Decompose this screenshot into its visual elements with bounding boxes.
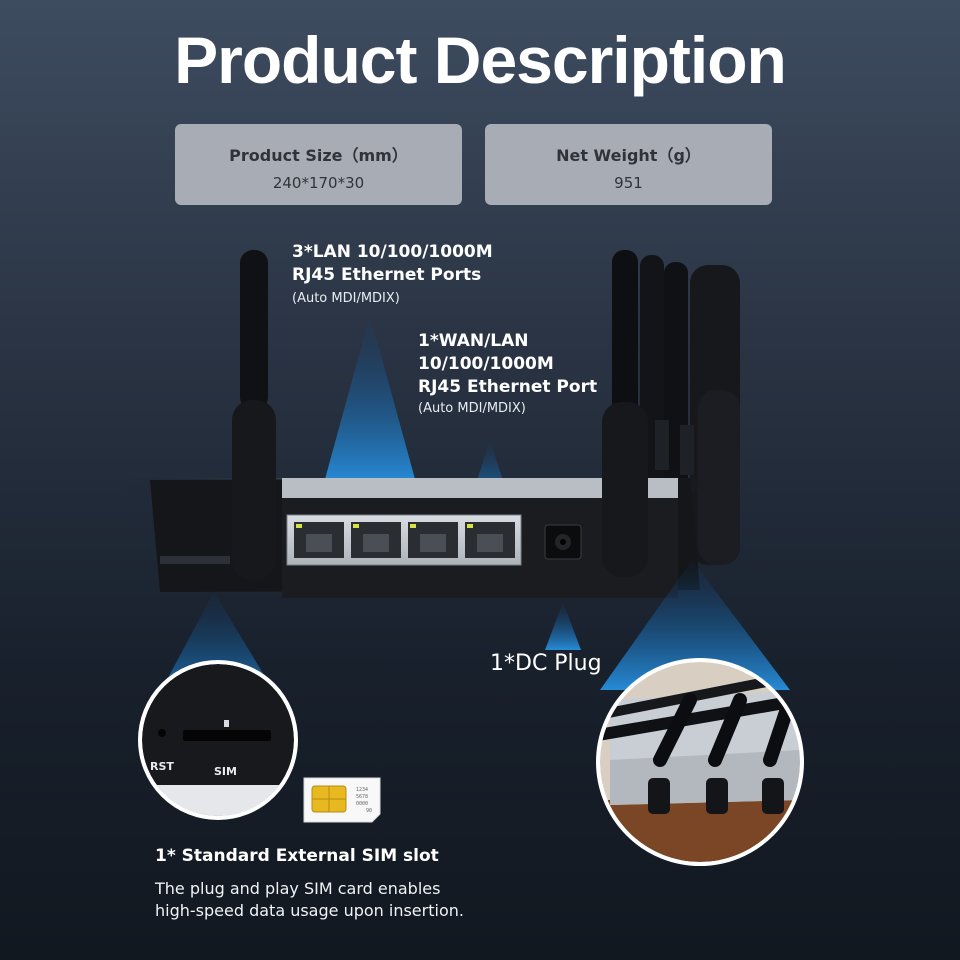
sim-slot-description: The plug and play SIM card enables high-…: [155, 878, 515, 922]
lan-callout-line1: 3*LAN 10/100/1000M: [292, 242, 493, 262]
svg-text:5678: 5678: [356, 794, 368, 800]
net-weight-label: Net Weight（g）: [556, 146, 701, 165]
page-title: Product Description: [174, 23, 787, 97]
wan-callout-line3: RJ45 Ethernet Port: [418, 377, 598, 397]
svg-text:0000: 0000: [356, 801, 368, 807]
svg-text:90: 90: [366, 808, 372, 814]
product-size-value: 240*170*30: [272, 174, 365, 192]
wan-callout: 1*WAN/LAN 10/100/1000M RJ45 Ethernet Por…: [418, 330, 597, 416]
sim-desc-line1: The plug and play SIM card enables: [155, 879, 441, 898]
dc-jack: [544, 524, 582, 560]
svg-text:SIM: SIM: [214, 765, 237, 778]
net-weight-value: 951: [614, 174, 643, 192]
front-antennas: [232, 250, 740, 580]
lan-callout: 3*LAN 10/100/1000M RJ45 Ethernet Ports (…: [292, 241, 493, 306]
sim-slot-inset: RST SIM: [138, 660, 298, 820]
ethernet-ports: [286, 514, 522, 566]
product-size-label: Product Size（mm）: [229, 146, 408, 165]
dc-callout-beam: [545, 602, 581, 650]
net-weight-card: Net Weight（g） 951: [485, 124, 772, 205]
lan-callout-line2: RJ45 Ethernet Ports: [292, 265, 482, 285]
lan-callout-sub: (Auto MDI/MDIX): [292, 291, 400, 306]
wan-callout-sub: (Auto MDI/MDIX): [418, 401, 526, 416]
sim-card: 1234 5678 0000 90: [303, 777, 381, 823]
sim-desc-line2: high-speed data usage upon insertion.: [155, 901, 464, 920]
svg-text:RST: RST: [150, 760, 174, 773]
dc-plug-label: 1*DC Plug: [490, 651, 602, 676]
antenna-callout-beam: [600, 560, 790, 690]
wan-callout-line2: 10/100/1000M: [418, 354, 554, 374]
lan-callout-beam: [322, 315, 418, 490]
wan-callout-line1: 1*WAN/LAN: [418, 331, 529, 351]
svg-text:1234: 1234: [356, 787, 368, 793]
sim-slot-title: 1* Standard External SIM slot: [155, 846, 439, 866]
antenna-closeup-inset: [596, 658, 804, 866]
product-size-card: Product Size（mm） 240*170*30: [175, 124, 462, 205]
